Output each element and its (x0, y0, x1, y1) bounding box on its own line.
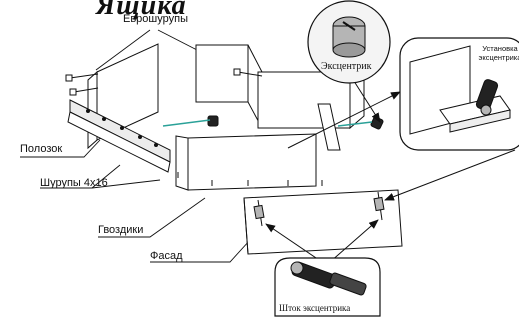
leader-runner (20, 139, 101, 158)
arrow-rod-left (265, 223, 323, 263)
label-installation: Установка эксцентрика (478, 44, 519, 62)
nails (177, 172, 323, 186)
eccentric-rod-callout (274, 257, 381, 317)
back-panel (195, 44, 263, 129)
leader-nails (98, 197, 206, 238)
dowel-lines (162, 119, 373, 127)
arrow-front-panel (287, 91, 401, 149)
arrows (265, 77, 516, 263)
euro-screws-left (65, 73, 99, 96)
leader-screws-4x16-b (91, 179, 161, 189)
arrow-rod-right (329, 219, 379, 263)
eccentric-callout (307, 0, 391, 84)
drawer-runner (67, 99, 171, 173)
label-screws-4x16: Шурупы 4х16 (40, 177, 108, 189)
arrow-install-detail (384, 149, 516, 201)
leader-facade (150, 239, 251, 263)
label-eccentric: Эксцентрик (321, 61, 372, 72)
label-runner: Полозок (20, 143, 63, 155)
euro-screws-right (233, 68, 263, 77)
leader-lines (20, 29, 251, 263)
label-facade: Фасад (150, 250, 183, 262)
arrow-eccentric (351, 77, 381, 123)
installation-detail (399, 37, 519, 151)
label-installation-line2: эксцентрика (478, 53, 519, 62)
front-inner-panel (175, 133, 317, 191)
eccentric-rods (253, 191, 385, 227)
label-installation-line1: Установка (482, 44, 518, 53)
leader-screws-left (95, 29, 151, 71)
label-nails: Гвоздики (98, 224, 144, 236)
diagram-title: Ящика (96, 0, 187, 21)
label-eccentric-rod: Шток эксцентрика (279, 303, 351, 313)
label-euro-screws: Еврошурупы (123, 13, 188, 25)
facade-panel (243, 189, 403, 255)
